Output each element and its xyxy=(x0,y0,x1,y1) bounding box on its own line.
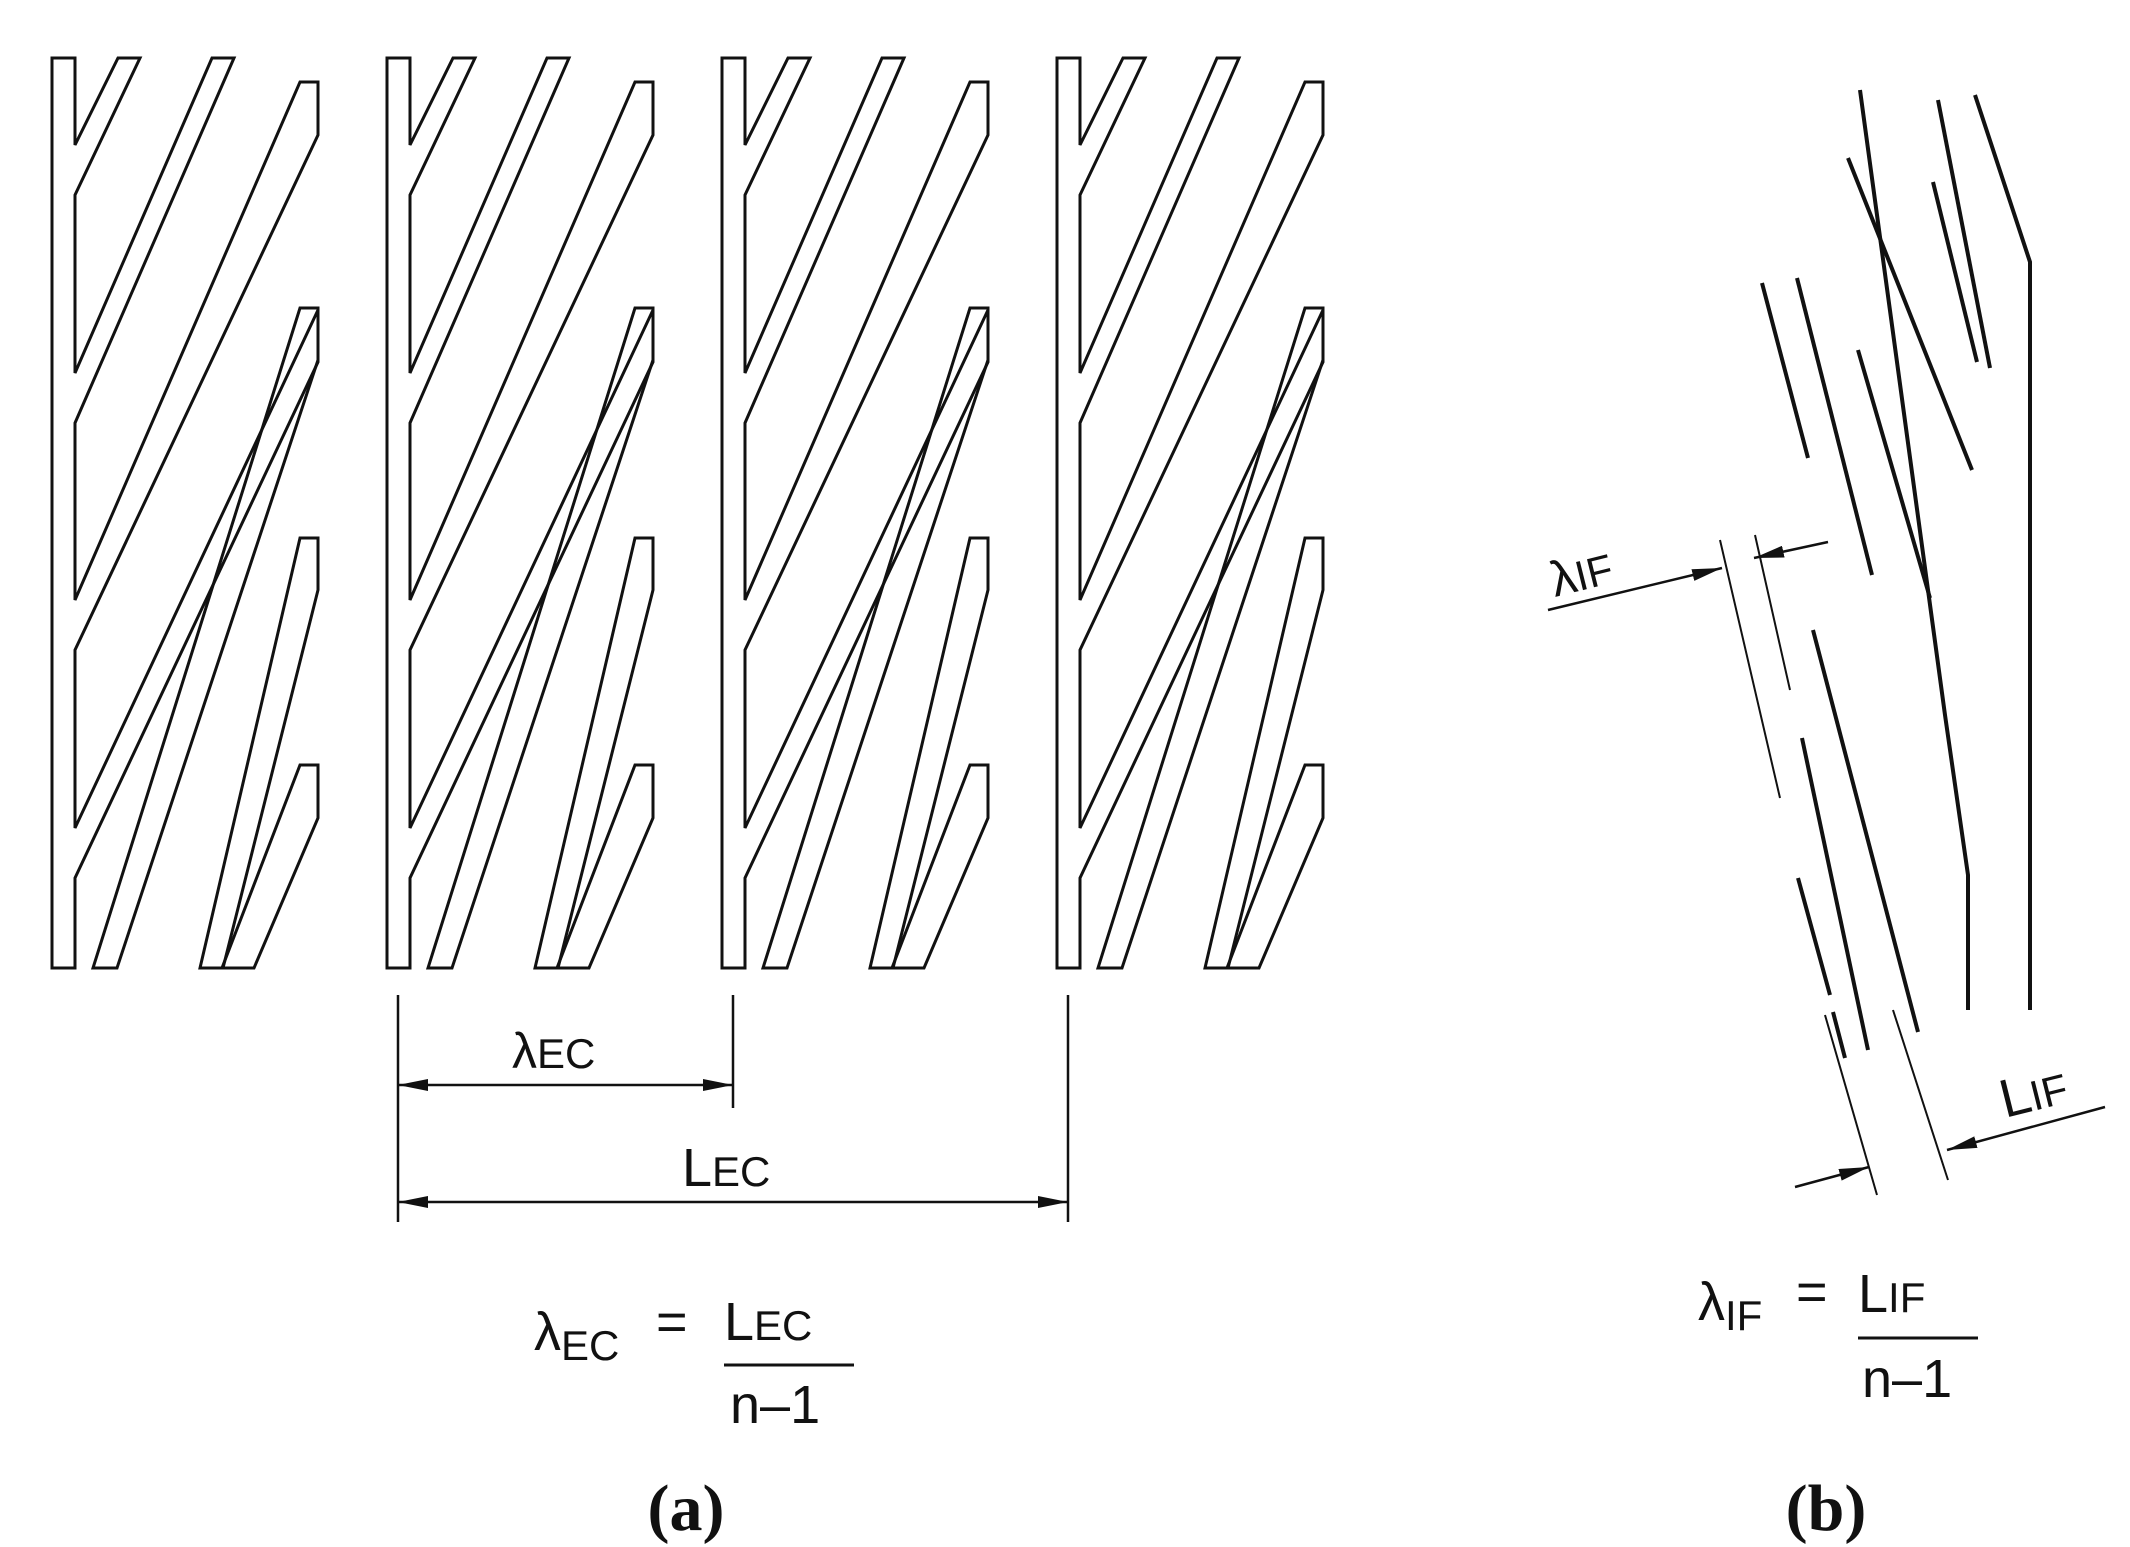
fibre-6 xyxy=(1795,277,1874,576)
caption-a: (a) xyxy=(648,1472,725,1545)
ext-line-b4 xyxy=(1892,1009,1949,1181)
herringbone-spine xyxy=(385,56,655,970)
eq-b-lhs: λIF xyxy=(1698,1272,1762,1339)
eq-a-lhs: λEC xyxy=(534,1302,619,1369)
oblique-strip xyxy=(533,536,655,970)
oblique-strip xyxy=(868,536,990,970)
oblique-strip xyxy=(760,306,990,970)
eq-b-equals: = xyxy=(1796,1262,1828,1322)
l-ec-label: LEC xyxy=(682,1138,770,1198)
panel-b-equation: λIF = LIF n–1 xyxy=(1698,1262,1978,1409)
herringbone-spine xyxy=(50,56,320,970)
fibre-wall xyxy=(1973,94,2032,1010)
lambda-if-label: λIF xyxy=(1544,538,1618,607)
oblique-strip xyxy=(90,306,320,970)
oblique-strip xyxy=(889,763,990,970)
oblique-strip xyxy=(1095,306,1325,970)
panel-a-equation: λEC = LEC n–1 xyxy=(534,1292,854,1435)
l-if-leader-right xyxy=(1946,1105,2106,1152)
eq-b-numerator: LIF xyxy=(1858,1264,1925,1324)
herringbone-spine xyxy=(1055,56,1325,970)
eq-a-equals: = xyxy=(656,1292,688,1352)
lambda-if-leader xyxy=(1547,566,1723,612)
oblique-strip xyxy=(554,763,655,970)
fibre-5 xyxy=(1760,282,1810,459)
fibre-9 xyxy=(1796,877,1832,996)
fibre-8 xyxy=(1811,629,1920,1033)
oblique-strip xyxy=(198,536,320,970)
ext-line-b1 xyxy=(1719,539,1781,799)
panel-a-grating xyxy=(50,56,1325,970)
oblique-strip xyxy=(1203,536,1325,970)
panel-b-dimensions xyxy=(1547,534,2106,1196)
panel-a-dimensions xyxy=(396,995,1070,1222)
eq-a-denominator: n–1 xyxy=(730,1375,820,1435)
fibre-main xyxy=(1858,89,1970,1010)
herringbone-spine xyxy=(720,56,990,970)
eq-b-denominator: n–1 xyxy=(1862,1349,1952,1409)
eq-a-numerator: LEC xyxy=(724,1292,812,1352)
oblique-strip xyxy=(425,306,655,970)
fibre-10 xyxy=(1831,1011,1847,1059)
fibre-1 xyxy=(1936,99,1992,369)
oblique-strip xyxy=(219,763,320,970)
ext-line-b3 xyxy=(1824,1014,1878,1196)
fibre-4 xyxy=(1856,349,1932,599)
l-if-leader-left xyxy=(1794,1165,1870,1189)
caption-b: (b) xyxy=(1786,1472,1867,1545)
fibre-7 xyxy=(1800,737,1870,1051)
lambda-ec-label: λEC xyxy=(512,1023,595,1079)
panel-b-fibres xyxy=(1760,89,2032,1059)
fibre-3 xyxy=(1846,157,1974,471)
oblique-strip xyxy=(1224,763,1325,970)
fibre-2 xyxy=(1931,181,1979,363)
lambda-if-leader-right xyxy=(1753,540,1829,560)
ext-line-b2 xyxy=(1754,534,1791,691)
